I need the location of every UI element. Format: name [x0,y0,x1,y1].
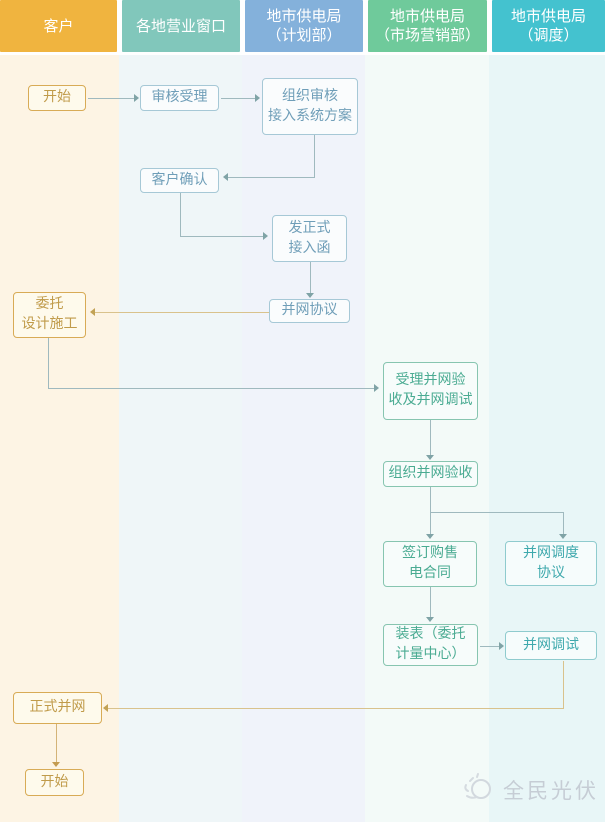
flow-node-sign-power-purchase-contract: 签订购售 电合同 [383,541,477,587]
flow-node-grid-connection-agreement: 并网协议 [269,299,350,323]
lane-marketing-dept [365,55,489,822]
arrowhead-right-icon [374,384,379,392]
connector-organize-down [430,487,431,512]
flow-node-install-meter: 装表（委托 计量中心） [383,624,478,666]
flow-node-entrust-design-construction: 委托 设计施工 [13,292,86,338]
arrowhead-down-icon [52,762,60,767]
flow-node-customer-confirm: 客户确认 [140,168,219,193]
arrowhead-right-icon [499,642,504,650]
watermark: 全民光伏 [458,768,599,812]
arrowhead-left-icon [90,308,95,316]
connector-official-to-end [56,724,57,762]
lane-header-marketing-dept: 地市供电局 （市场营销部） [368,0,487,52]
flow-node-formal-access-letter: 发正式 接入函 [272,215,347,262]
watermark-text: 全民光伏 [503,779,599,803]
flow-node-grid-commissioning: 并网调试 [505,631,597,660]
connector-split-left-down [430,512,431,534]
connector-entrust-to-accept [48,388,374,389]
connector-split-right-down [563,512,564,534]
arrowhead-down-icon [559,534,567,539]
connector-commissioning-to-official [108,708,564,709]
flow-node-org-review-access-plan: 组织审核 接入系统方案 [262,78,358,135]
lane-header-dispatch: 地市供电局 （调度） [492,0,605,52]
arrowhead-left-icon [223,173,228,181]
connector-commissioning-down [563,661,564,708]
connector-confirm-to-letter [180,236,263,237]
flow-node-organize-grid-acceptance: 组织并网验收 [383,461,478,487]
arrowhead-down-icon [306,293,314,298]
arrowhead-right-icon [134,94,139,102]
flow-node-official-grid-connection: 正式并网 [13,692,102,724]
arrowhead-down-icon [426,534,434,539]
connector-entrust-down [48,338,49,388]
connector-agreement-to-entrust [95,312,269,313]
connector-contract-to-meter [430,587,431,617]
arrowhead-left-icon [103,704,108,712]
connector-review-to-orgreview [221,98,255,99]
sun-logo-icon [458,768,498,812]
arrowhead-down-icon [426,617,434,622]
connector-orgreview-down [314,135,315,177]
lane-header-planning-dept: 地市供电局 （计划部） [245,0,363,52]
lane-dispatch [489,55,605,822]
arrowhead-right-icon [263,232,268,240]
connector-accept-to-organize [430,420,431,455]
arrowhead-down-icon [426,455,434,460]
flow-node-accept-grid-acceptance-commissioning: 受理并网验 收及并网调试 [383,362,478,420]
flow-node-start: 开始 [28,85,86,111]
connector-confirm-down [180,193,181,236]
lane-header-business-window: 各地营业窗口 [122,0,240,52]
lane-planning-dept [242,55,365,822]
connector-start-to-review [88,98,134,99]
flow-node-end: 开始 [25,769,84,796]
flow-node-grid-dispatch-agreement: 并网调度 协议 [505,541,597,586]
flow-node-review-acceptance: 审核受理 [140,85,219,111]
connector-letter-to-agreement [310,262,311,293]
connector-orgreview-to-confirm [228,177,315,178]
arrowhead-right-icon [255,94,260,102]
connector-meter-to-commissioning [480,646,499,647]
lane-header-customer: 客户 [0,0,117,52]
connector-split-horizontal [430,512,564,513]
